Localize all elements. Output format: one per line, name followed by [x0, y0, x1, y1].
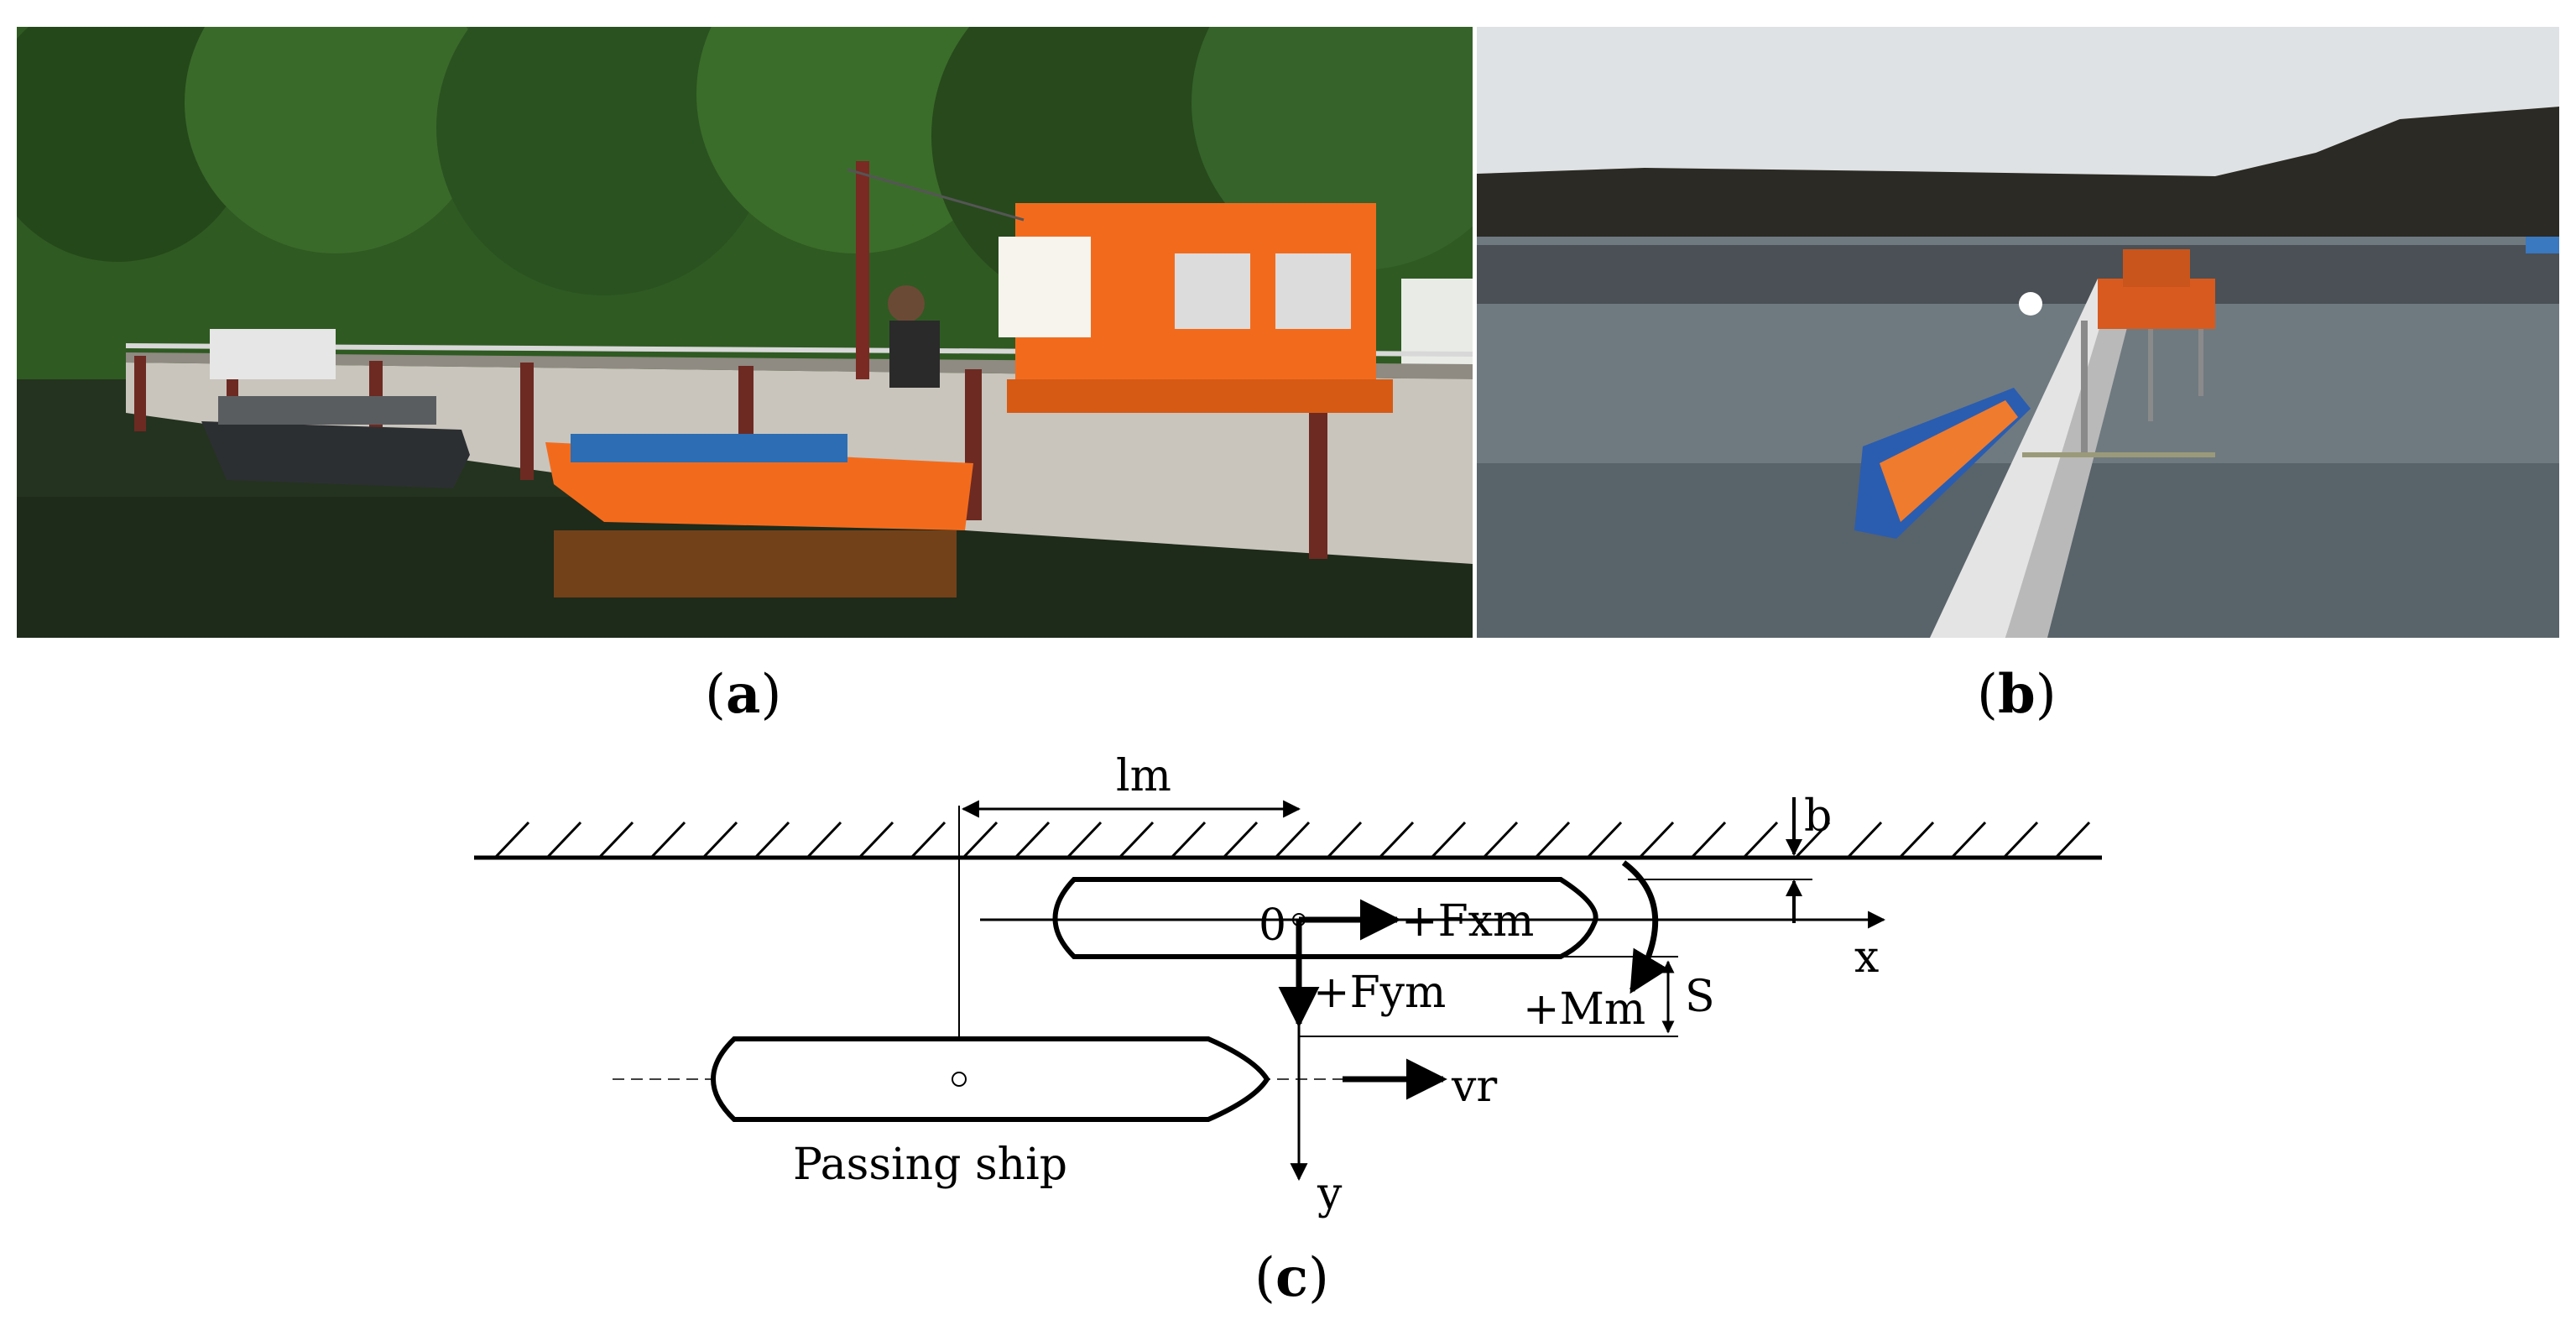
wall-hatch-mark [1482, 821, 1519, 859]
wall-hatch-mark [1274, 821, 1311, 859]
passing-ship-hull [711, 1036, 1270, 1122]
wall-hatch-mark [597, 821, 634, 859]
wall-hatch-mark [1898, 821, 1935, 859]
wall-hatch-mark [649, 821, 686, 859]
caption-c: (c) [1254, 1246, 1329, 1309]
lm-dimension: lm [958, 755, 1301, 1074]
s-label: S [1685, 972, 1715, 1022]
wall-hatch-mark [1326, 821, 1363, 859]
wall-hatch-mark [1066, 821, 1103, 859]
wall-hatch-mark [701, 821, 738, 859]
wall-hatch-mark [806, 821, 842, 859]
wall-hatch-mark [1846, 821, 1883, 859]
wall-hatch-mark [545, 821, 582, 859]
caption-a: (a) [705, 663, 782, 726]
vr-label: vr [1451, 1062, 1497, 1112]
wall-hatch-mark [910, 821, 946, 859]
passing-ship-label: Passing ship [793, 1140, 1067, 1190]
mm-moment-arc [1621, 860, 1669, 994]
photo-b-lake-pier [1477, 27, 2559, 638]
wall-hatch-mark [1638, 821, 1675, 859]
y-axis-label: y [1317, 1169, 1343, 1219]
wall-hatch-mark [1742, 821, 1779, 859]
wall-hatch-mark [493, 821, 530, 859]
wall-hatch-mark [1586, 821, 1623, 859]
wall-hatch-mark [1222, 821, 1259, 859]
wall-hatch-mark [2054, 821, 2091, 859]
caption-b: (b) [1977, 663, 2057, 726]
wall-hatch-mark [1378, 821, 1415, 859]
wall-hatch-mark [1534, 821, 1571, 859]
wall-hatch-mark [1170, 821, 1207, 859]
wall-hatch-mark [1950, 821, 1987, 859]
x-axis-label: x [1854, 932, 1879, 983]
wall-hatching [474, 821, 2102, 860]
mm-label: +Mm [1523, 984, 1645, 1035]
diagram-c-ship-passing: lm b x 0 +Fxm +Mm S +Fym y vr Passing sh… [474, 755, 2102, 1219]
wall-hatch-mark [962, 821, 999, 859]
b-dimension: b [1628, 791, 1832, 923]
wall-hatch-mark [1014, 821, 1051, 859]
lm-label: lm [1116, 755, 1171, 801]
wall-hatch-mark [1118, 821, 1155, 859]
wall-hatch-mark [1690, 821, 1727, 859]
wall-hatch-mark [754, 821, 790, 859]
photo-a-canal-boats [17, 27, 1473, 638]
wall-hatch-mark [858, 821, 894, 859]
origin-label: 0 [1259, 900, 1286, 951]
fxm-label: +Fxm [1401, 896, 1534, 947]
fym-label: +Fym [1313, 968, 1446, 1018]
wall-hatch-mark [2002, 821, 2039, 859]
wall-hatch-mark [1430, 821, 1467, 859]
b-label: b [1804, 791, 1832, 842]
